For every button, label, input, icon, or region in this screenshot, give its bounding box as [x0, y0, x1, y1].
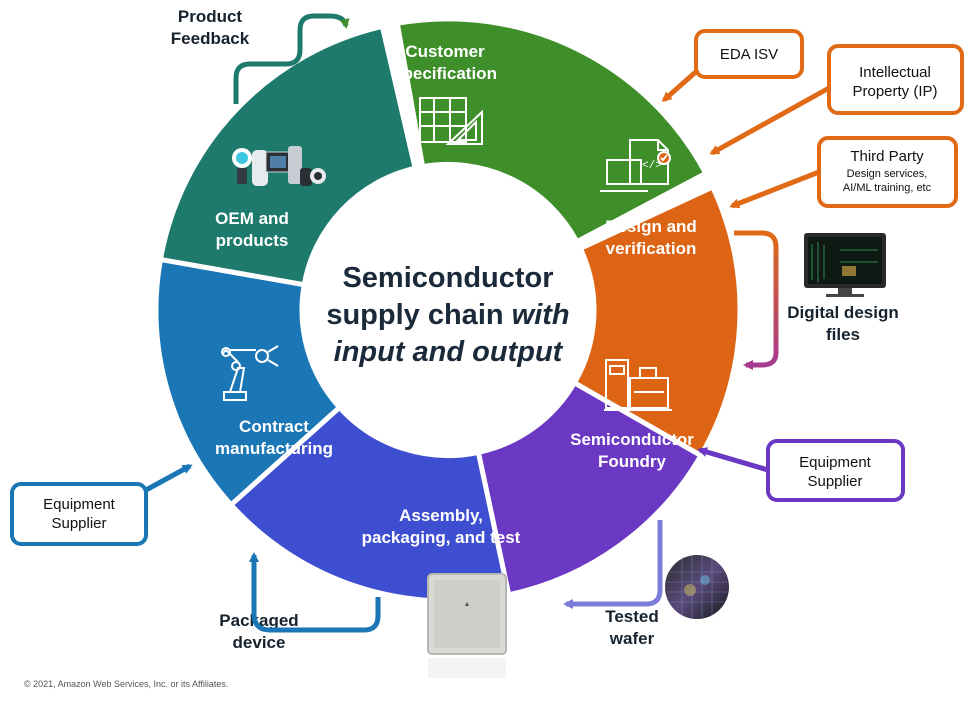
equipment-supplier-right-text-1: Equipment — [799, 454, 872, 471]
third-party-arrow — [729, 169, 820, 209]
chip-package-image: ▲ — [427, 573, 507, 678]
customer-spec-label-2: specification — [393, 64, 497, 83]
packaged-device-label-2: device — [233, 633, 286, 652]
center-title-line3: input and output — [334, 336, 564, 368]
equipment-supplier-left-text-1: Equipment — [43, 496, 116, 513]
copyright-text: © 2021, Amazon Web Services, Inc. or its… — [24, 679, 229, 689]
oem-label-2: products — [216, 231, 289, 250]
third-party-text-1: Third Party — [850, 148, 924, 165]
ip-box — [827, 44, 964, 115]
digital-design-files-label-2: files — [826, 325, 860, 344]
assembly-label-1: Assembly, — [399, 506, 483, 525]
center-circle — [301, 163, 595, 457]
foundry-label-1: Semiconductor — [570, 430, 694, 449]
contract-label-2: manufacturing — [215, 439, 333, 458]
tested-wafer-label-2: wafer — [609, 629, 655, 648]
third-party-text-3: AI/ML training, etc — [843, 182, 932, 194]
assembly-label-2: packaging, and test — [362, 528, 521, 547]
equipment-supplier-right-text-2: Supplier — [807, 473, 862, 490]
code-document-laptop-icon: </> — [600, 139, 671, 192]
ip-arrow — [709, 85, 831, 156]
wafer-image — [665, 555, 729, 619]
equipment-supplier-left-arrow — [144, 463, 193, 493]
eda-isv-text: EDA ISV — [720, 46, 778, 63]
center-title-line1: Semiconductor — [342, 262, 553, 294]
svg-text:</>: </> — [642, 160, 662, 172]
digital-design-arrow — [734, 230, 779, 370]
product-feedback-label-2: Feedback — [171, 29, 250, 48]
monitor-image — [804, 233, 886, 297]
svg-text:▲: ▲ — [464, 601, 471, 608]
design-label-1: Design and — [605, 217, 697, 236]
contract-label-1: Contract — [239, 417, 309, 436]
equipment-supplier-right-arrow — [697, 447, 769, 473]
customer-spec-label-1: Customer — [405, 42, 485, 61]
foundry-label-2: Foundry — [598, 452, 667, 471]
tested-wafer-label-1: Tested — [605, 607, 659, 626]
tested-wafer-arrow — [563, 520, 663, 609]
third-party-text-2: Design services, — [847, 168, 928, 180]
packaged-device-arrow — [249, 552, 381, 633]
packaged-device-label-1: Packaged — [219, 611, 298, 630]
eda-isv-box — [694, 29, 804, 79]
equipment-supplier-left-text-2: Supplier — [51, 515, 106, 532]
robot-arm-icon — [221, 345, 279, 401]
digital-design-files-label-1: Digital design — [787, 303, 898, 322]
product-feedback-label-1: Product — [178, 7, 243, 26]
design-label-2: verification — [606, 239, 697, 258]
ip-text-2: Property (IP) — [852, 83, 937, 100]
foundry-machine-icon — [604, 359, 672, 411]
oem-label-1: OEM and — [215, 209, 289, 228]
ip-text-1: Intellectual — [859, 64, 931, 81]
equipment-supplier-right-box — [766, 439, 905, 502]
eda-arrow — [661, 68, 700, 102]
blueprint-icon — [419, 97, 483, 145]
equipment-supplier-left-box — [10, 482, 148, 546]
product-feedback-arrow — [233, 13, 350, 104]
smart-devices-image — [232, 146, 326, 186]
center-title-line2: supply chain with — [326, 299, 569, 331]
